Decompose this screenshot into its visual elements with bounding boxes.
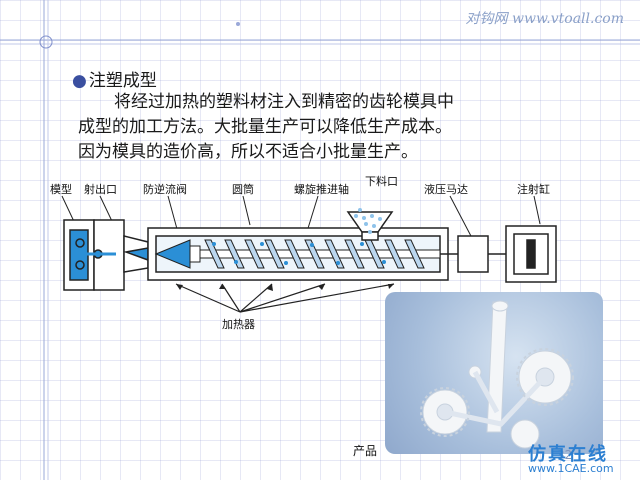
paragraph-line: 将经过加热的塑料材注入到精密的齿轮模具中 — [114, 92, 454, 112]
label-check-valve: 防逆流阀 — [143, 183, 187, 196]
heater-arrows — [175, 283, 395, 313]
heading-text: 注塑成型 — [88, 71, 157, 91]
label-heater: 加热器 — [222, 318, 255, 331]
check-valve — [154, 239, 201, 269]
watermark-brand: 仿真在线 — [528, 444, 608, 465]
label-injection-cylinder: 注射缸 — [517, 183, 550, 196]
label-screw: 螺旋推进轴 — [294, 183, 349, 196]
hopper — [346, 208, 394, 241]
hydraulic-motor — [457, 235, 489, 273]
watermark-url: www.1CAE.com — [528, 462, 614, 475]
watermark-top: 对钩网 www.vtoall.com — [465, 11, 624, 27]
section-heading: ●注塑成型 — [72, 66, 157, 91]
product-photo — [385, 292, 603, 454]
screw-shaft — [199, 239, 441, 269]
label-barrel: 圆筒 — [232, 183, 254, 196]
gear-product-icon — [420, 300, 574, 449]
label-nozzle: 射出口 — [84, 183, 117, 196]
paragraph-line: 成型的加工方法。大批量生产可以降低生产成本。 — [78, 117, 452, 137]
description-paragraph: 将经过加热的塑料材注入到精密的齿轮模具中 成型的加工方法。大批量生产可以降低生产… — [78, 90, 578, 165]
injection-cylinder — [505, 225, 557, 283]
page-number: 32 — [557, 448, 573, 462]
nozzle — [123, 235, 149, 273]
bullet-icon: ● — [72, 71, 87, 91]
label-hydraulic-motor: 液压马达 — [424, 183, 468, 196]
mold-block — [63, 219, 125, 291]
label-mold: 模型 — [50, 183, 72, 196]
label-hopper: 下料口 — [365, 175, 398, 188]
paragraph-line: 因为模具的造价高，所以不适合小批量生产。 — [78, 142, 418, 162]
product-label: 产品 — [353, 444, 378, 458]
